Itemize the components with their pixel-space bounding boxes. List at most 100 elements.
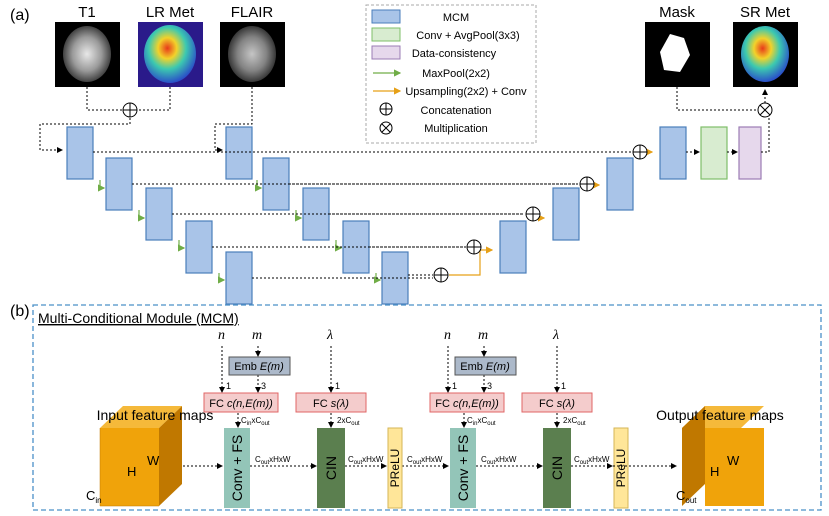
legend-upsample: Upsampling(2x2) + Conv [405, 86, 527, 98]
hw-a-2: CoutxHxW [481, 455, 517, 466]
input-cube-h: H [127, 464, 136, 479]
sym-lambda-2: λ [552, 328, 559, 343]
num1-a-2: 1 [452, 381, 457, 391]
enc-block-3 [185, 220, 213, 274]
legend-conv-swatch [371, 27, 401, 42]
dec-block-1 [606, 157, 634, 211]
legend-dc-swatch [371, 45, 401, 60]
emb-label-1: Emb E(m) [234, 361, 284, 373]
output-cube-w: W [727, 453, 740, 468]
fc-s-box-2 [521, 392, 593, 413]
hw-c-1: CoutxHxW [407, 455, 443, 466]
conv-fs-label-1: Conv + FS [229, 435, 245, 502]
hw-a-1: CoutxHxW [255, 455, 291, 466]
maxpool-arrows [98, 180, 382, 284]
legend-mcm-swatch [371, 9, 401, 24]
fc-c-label-2: FC c(n,E(m)) [435, 398, 499, 410]
emb-box-2 [454, 356, 517, 376]
connectors-2 [445, 346, 613, 469]
hw-b-2: CoutxHxW [574, 455, 610, 466]
conv-fs-block-2 [450, 428, 476, 508]
input-cube-w: W [147, 453, 160, 468]
legend-maxpool: MaxPool(2x2) [422, 68, 490, 80]
legend-concat-icon [379, 102, 393, 116]
num1-b-2: 1 [561, 381, 566, 391]
prelu-block-2 [613, 427, 629, 509]
flair-brain [228, 26, 276, 82]
input-cube [99, 406, 182, 507]
num3-2: 3 [487, 381, 492, 391]
dec-block-2 [552, 187, 580, 241]
hw-b-1: CoutxHxW [348, 455, 384, 466]
input-concat-symbol [122, 102, 138, 118]
num1-b-1: 1 [335, 381, 340, 391]
sym-n-1: n [218, 328, 225, 343]
sr-met-label: SR Met [740, 4, 791, 21]
t1-brain [63, 26, 111, 82]
concat-symbols [433, 144, 648, 283]
num1-a-1: 1 [226, 381, 231, 391]
legend-mcm: MCM [443, 12, 469, 24]
output-feature-maps-label: Output feature maps [656, 407, 784, 423]
twoxcout-1: 2xCout [337, 416, 360, 427]
prelu-block-1 [387, 427, 403, 509]
mask-shape [660, 34, 690, 72]
mcm-panel-border [32, 304, 822, 511]
num3-1: 3 [261, 381, 266, 391]
input-cube-c: Cin [86, 488, 102, 505]
enc-block-2 [145, 187, 173, 241]
conv-fs-block-1 [224, 428, 250, 508]
sr-met-heatmap [741, 26, 789, 82]
legend-multiply-icon [379, 121, 393, 135]
fc-c-box-1 [203, 392, 279, 413]
enc-block-1a [66, 126, 94, 180]
fc-s-label-2: FC s(λ) [539, 398, 575, 410]
legend-concat: Concatenation [421, 105, 492, 117]
connectors-1 [219, 346, 449, 469]
legend-dc: Data-consistency [412, 48, 497, 60]
data-consistency-block [738, 126, 762, 180]
cinxcout-1: CinxCout [241, 416, 270, 427]
cinxcout-2: CinxCout [467, 416, 496, 427]
t1-label: T1 [78, 4, 96, 21]
output-cube [682, 406, 764, 506]
output-cube-h: H [710, 464, 719, 479]
fc-s-box-1 [295, 392, 367, 413]
input-connections [39, 87, 253, 153]
prelu-label-2: PReLU [614, 449, 628, 488]
cin-block-2 [543, 428, 571, 508]
sym-m-2: m [478, 328, 488, 343]
output-cube-c: Cout [676, 488, 697, 505]
legend-multiply: Multiplication [424, 123, 488, 135]
input-feature-maps-label: Input feature maps [97, 407, 214, 423]
sym-n-2: n [444, 328, 451, 343]
enc-block-1b [105, 157, 133, 211]
fc-s-label-1: FC s(λ) [313, 398, 349, 410]
fc-c-label-1: FC c(n,E(m)) [209, 398, 273, 410]
dec-block-3 [499, 220, 527, 274]
cin-label-2: CIN [549, 456, 565, 480]
conv-avgpool-block [700, 126, 728, 180]
unet-blocks [66, 126, 762, 305]
skip-connections [93, 87, 770, 279]
fc-c-box-2 [429, 392, 505, 413]
enc-block-4 [225, 251, 253, 305]
panel-b-label: (b) [10, 303, 30, 320]
panel-a-label: (a) [10, 7, 30, 24]
multiply-symbol [757, 102, 773, 118]
sym-lambda-1: λ [326, 328, 333, 343]
lr-met-label: LR Met [146, 4, 195, 21]
conv-fs-label-2: Conv + FS [455, 435, 471, 502]
legend-conv: Conv + AvgPool(3x3) [416, 30, 519, 42]
emb-box-1 [228, 356, 291, 376]
lr-met-heatmap [144, 25, 196, 83]
mask-label: Mask [659, 4, 695, 21]
flair-label: FLAIR [231, 4, 274, 21]
prelu-label-1: PReLU [388, 449, 402, 488]
twoxcout-2: 2xCout [563, 416, 586, 427]
emb-label-2: Emb E(m) [460, 361, 510, 373]
mcm-title: Multi-Conditional Module (MCM) [38, 310, 239, 326]
